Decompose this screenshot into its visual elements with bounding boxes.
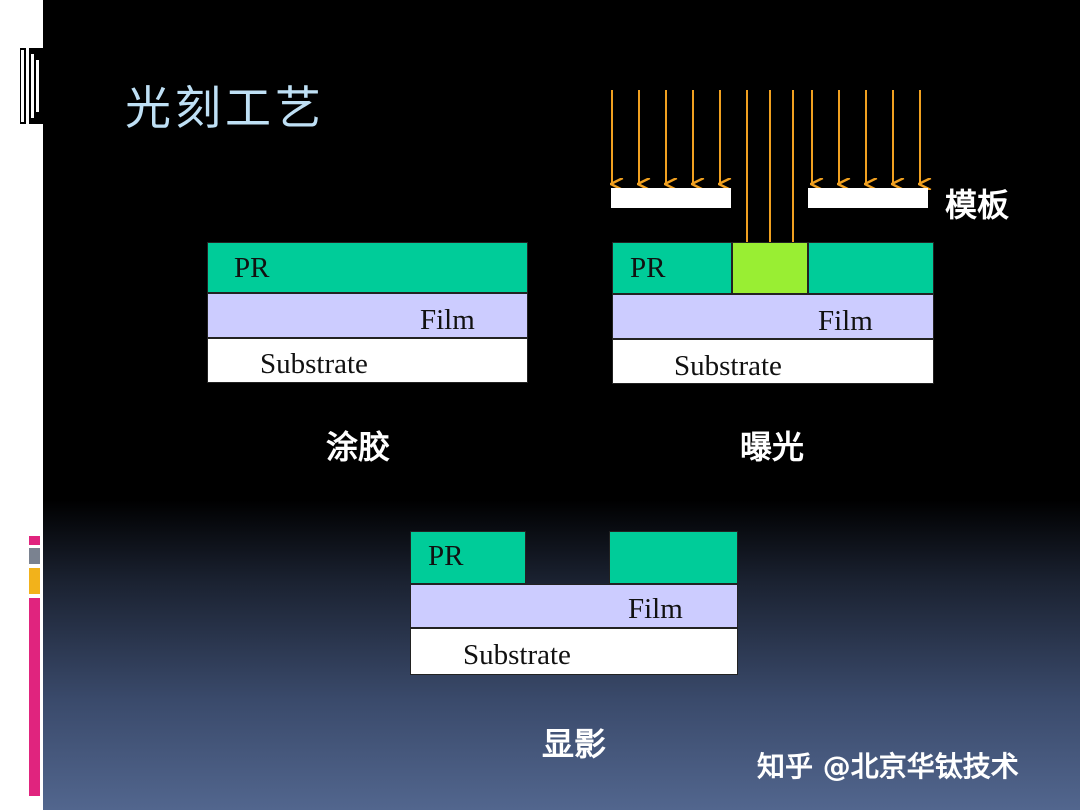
mask-left [611, 188, 731, 208]
film-layer [612, 294, 934, 339]
pr-label: PR [428, 540, 464, 572]
substrate-layer [207, 338, 528, 383]
mask-right [808, 188, 928, 208]
mask-label: 模板 [945, 186, 1010, 224]
light-arrows-icon [600, 90, 935, 256]
watermark-text: 知乎 @北京华钛技术 [757, 750, 1019, 783]
substrate-label: Substrate [674, 350, 782, 382]
photoresist-layer-right [808, 242, 934, 294]
caption-development: 显影 [542, 725, 607, 763]
film-label: Film [628, 593, 683, 625]
exposed-resist-region [732, 242, 808, 294]
window-lines-icon [20, 48, 44, 124]
caption-exposure: 曝光 [740, 428, 805, 466]
photoresist-layer [207, 242, 528, 293]
film-layer [207, 293, 528, 338]
film-label: Film [420, 304, 475, 336]
substrate-label: Substrate [463, 639, 571, 671]
photoresist-layer-right [609, 531, 738, 584]
film-label: Film [818, 305, 873, 337]
pr-label: PR [234, 252, 270, 284]
substrate-layer [612, 339, 934, 384]
slide-background [43, 0, 1080, 810]
pr-label: PR [630, 252, 666, 284]
slide-title: 光刻工艺 [125, 81, 325, 135]
photoresist-layer-left [612, 242, 732, 294]
photoresist-layer-left [410, 531, 526, 584]
caption-coating: 涂胶 [326, 428, 391, 466]
substrate-layer [410, 628, 738, 675]
accent-bars-icon [29, 536, 40, 796]
substrate-label: Substrate [260, 348, 368, 380]
film-layer [410, 584, 738, 628]
